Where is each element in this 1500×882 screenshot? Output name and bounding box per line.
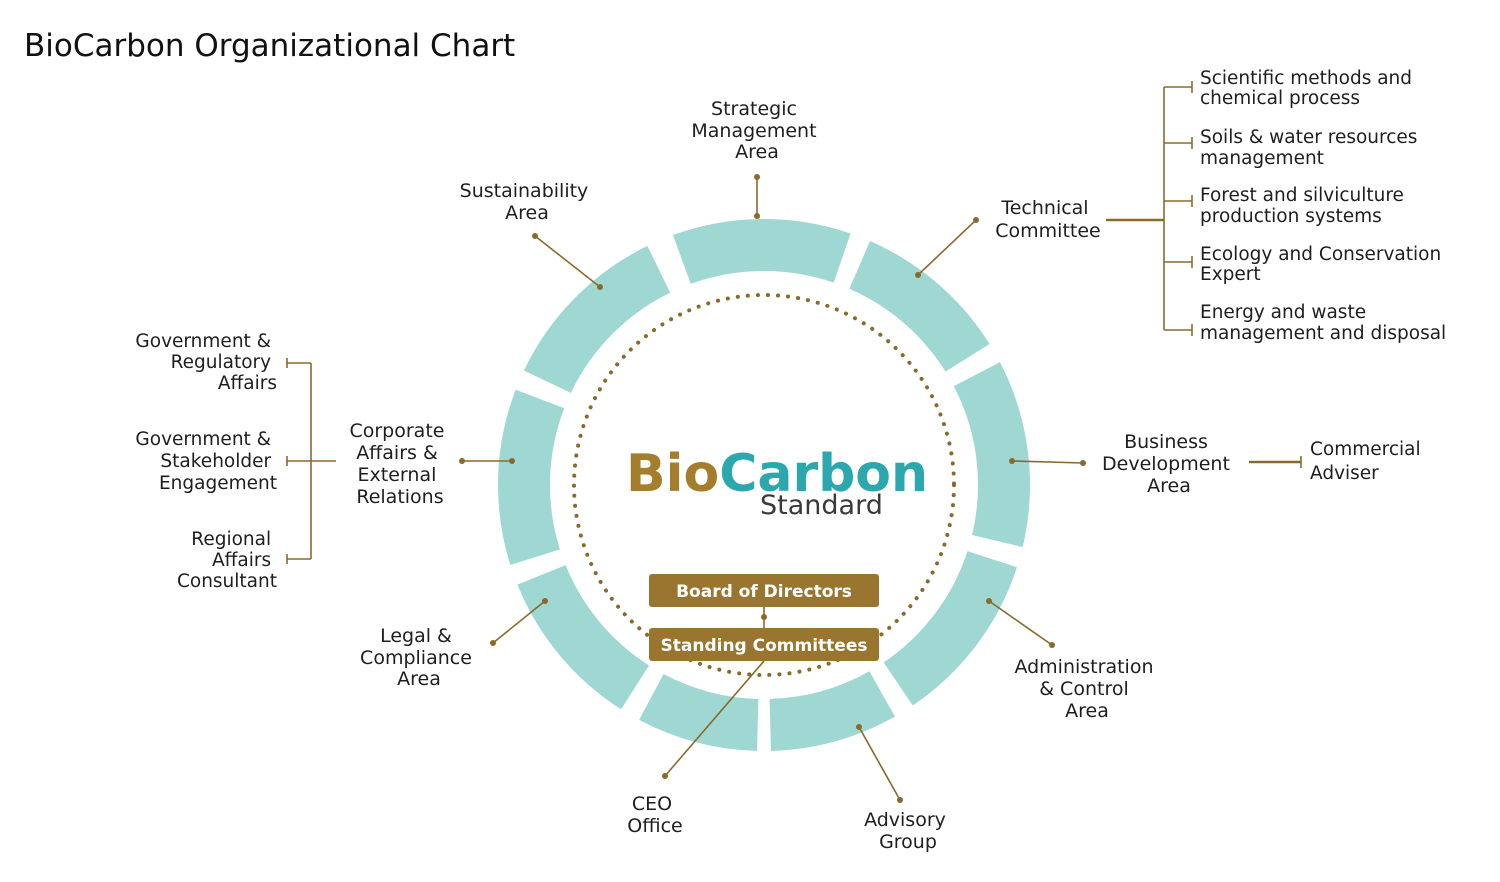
- corporate-subunit-3: Regional Affairs Consultant: [177, 529, 277, 592]
- logo-carbon-text: Carbon: [719, 444, 928, 504]
- standing-committees-label: Standing Committees: [661, 636, 868, 656]
- ring-segment-administration: [883, 550, 1017, 706]
- technical-subunit-1: Scientific methods and chemical process: [1200, 68, 1418, 109]
- svg-text:BioCarbon: BioCarbon: [626, 444, 928, 504]
- ring-segment-technical: [848, 241, 990, 373]
- ring-segment-advisory: [769, 671, 895, 751]
- technical-subunit-3: Forest and silviculture production syste…: [1200, 185, 1410, 227]
- ring-segment-legal: [517, 564, 650, 710]
- inner-dotted-circle: [572, 293, 956, 677]
- corporate-affairs-label: Corporate Affairs & External Relations: [349, 420, 450, 508]
- biocarbon-logo: BioCarbon Standard: [626, 444, 928, 521]
- corporate-subunit-1: Government & Regulatory Affairs: [135, 331, 277, 394]
- ring-segment-business: [953, 362, 1030, 548]
- technical-subunit-bracket: [1106, 81, 1193, 336]
- advisory-group-label: Advisory Group: [864, 809, 952, 853]
- ring-segment-sustainability: [523, 245, 671, 394]
- board-of-directors-label: Board of Directors: [676, 582, 852, 602]
- corporate-subunit-bracket: [286, 358, 336, 564]
- board-of-directors-box: Board of Directors: [649, 574, 879, 607]
- logo-bio-text: Bio: [626, 444, 719, 504]
- area-connectors: [459, 174, 1086, 803]
- corporate-subunit-2: Government & Stakeholder Engagement: [135, 429, 277, 494]
- technical-subunit-5: Energy and waste management and disposal: [1200, 302, 1446, 344]
- technical-subunit-2: Soils & water resources management: [1200, 127, 1423, 169]
- technical-committee-label: Technical Committee: [995, 197, 1100, 242]
- teal-ring: [498, 219, 1030, 751]
- ring-segment-strategic: [673, 219, 851, 285]
- sustainability-area-label: Sustainability Area: [460, 180, 595, 224]
- strategic-management-area-label: Strategic Management Area: [691, 98, 822, 163]
- commercial-adviser-label: Commercial Adviser: [1310, 439, 1427, 484]
- technical-subunit-4: Ecology and Conservation Expert: [1200, 244, 1447, 285]
- legal-compliance-area-label: Legal & Compliance Area: [360, 625, 478, 690]
- business-development-area-label: Business Development Area: [1102, 431, 1236, 497]
- ring-segment-corporate: [498, 389, 565, 565]
- administration-control-area-label: Administration & Control Area: [1014, 656, 1159, 722]
- logo-standard-text: Standard: [760, 490, 883, 521]
- business-subunit-connector: [1249, 456, 1302, 468]
- ring-segment-ceo: [639, 673, 759, 751]
- ceo-office-label: CEO Office: [627, 793, 682, 837]
- standing-committees-box: Standing Committees: [649, 628, 879, 661]
- page-title: BioCarbon Organizational Chart: [24, 28, 515, 64]
